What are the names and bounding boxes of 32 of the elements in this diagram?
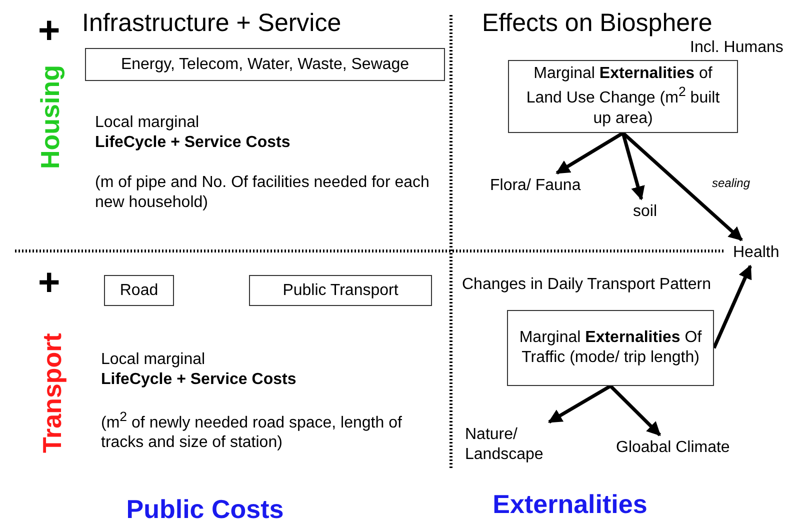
description-text: Local marginal [95,113,200,133]
description-text: LifeCycle + Service Costs [101,370,296,390]
process-box: Marginal Externalities of Land Use Change (m$^{2}$ built up area) [508,60,738,133]
description-text: (m$^{2}$ of newly needed road space, length of tracks and size of station) [101,409,403,454]
row-heading: Housing [34,65,66,169]
node-label: Nature/ Landscape [465,425,555,465]
category-box: Energy, Telecom, Water, Waste, Sewage [85,48,445,81]
node-label: Health [733,243,780,263]
category-box: Public Transport [249,275,432,306]
edge-label: sealing [712,176,750,190]
arrow [609,384,662,436]
note-text: Incl. Humans [690,38,784,58]
note-text: Changes in Daily Transport Pattern [462,275,712,295]
description-text: Local marginal [101,350,206,370]
plus-sign: + [38,12,60,50]
section-heading: Infrastructure + Service [82,8,342,39]
arrow [548,384,612,424]
node-label: Flora/ Fauna [490,176,581,196]
arrow [621,132,645,200]
row-heading: Transport [36,333,68,453]
column-heading: Externalities [492,488,648,520]
plus-sign: + [38,264,60,302]
category-box: Road [104,275,174,306]
description-text: LifeCycle + Service Costs [95,133,290,153]
node-label: soil [633,202,658,222]
description-text: (m of pipe and No. Of facilities needed for each new household) [95,173,430,213]
arrow [712,264,752,349]
process-box: Marginal Externalities Of Traffic (mode/ trip length) [507,310,714,386]
arrow [556,132,624,174]
column-heading: Public Costs [126,493,284,520]
section-heading: Effects on Biosphere [482,8,712,39]
node-label: Gloabal Climate [616,438,730,458]
